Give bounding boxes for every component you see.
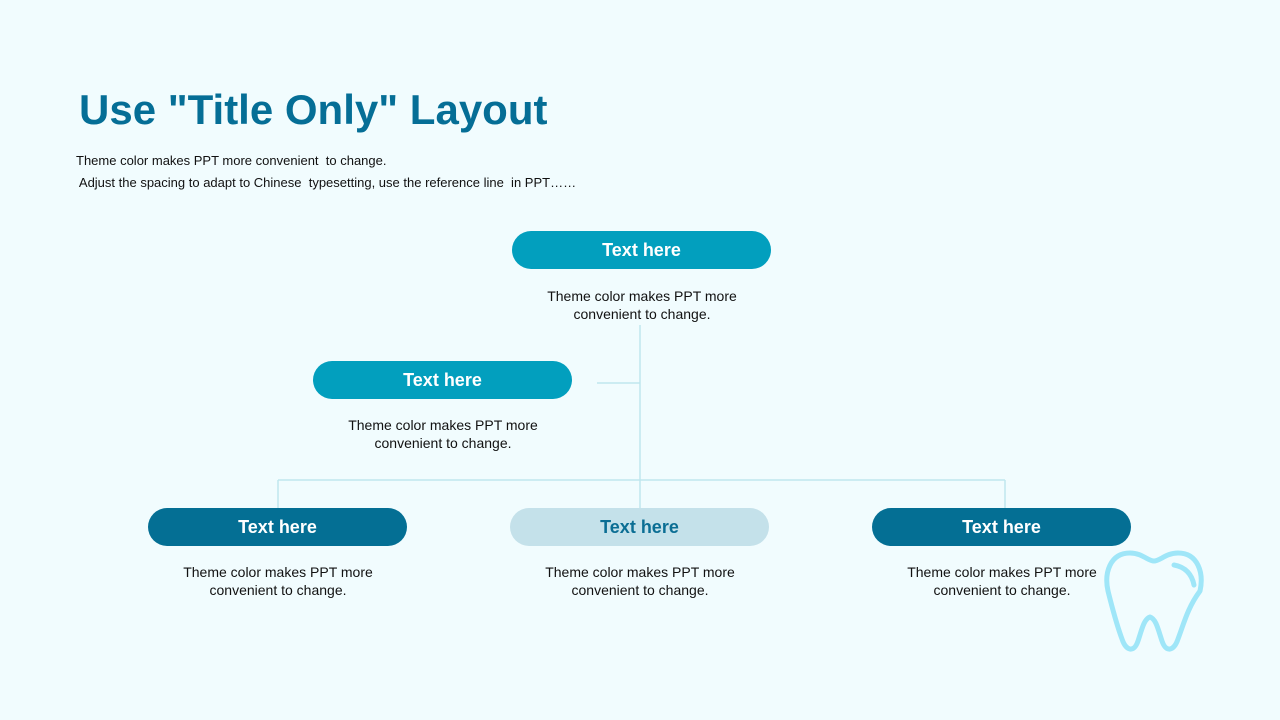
node-bottom-right-desc-line-1: Theme color makes PPT more — [907, 564, 1097, 580]
node-bottom-right-label: Text here — [962, 516, 1041, 537]
node-middle-desc-line-2: convenient to change. — [374, 435, 512, 451]
node-bottom-left-desc-line-1: Theme color makes PPT more — [183, 564, 373, 580]
node-bottom-right-pill: Text here — [872, 508, 1131, 546]
node-bottom-center-pill: Text here — [510, 508, 769, 546]
node-top-desc-line-2: convenient to change. — [573, 306, 711, 322]
node-top-label: Text here — [602, 239, 681, 260]
node-bottom-right-description: Theme color makes PPT more convenient to… — [872, 563, 1132, 599]
node-bottom-center-desc-line-1: Theme color makes PPT more — [545, 564, 735, 580]
tooth-icon — [1104, 550, 1204, 652]
slide-title: Use "Title Only" Layout — [79, 86, 548, 133]
node-middle-pill: Text here — [313, 361, 572, 399]
node-top-pill: Text here — [512, 231, 771, 269]
node-bottom-left-label: Text here — [238, 516, 317, 537]
node-bottom-right-desc-line-2: convenient to change. — [933, 582, 1071, 598]
node-bottom-center-description: Theme color makes PPT more convenient to… — [510, 563, 770, 599]
node-bottom-left-desc-line-2: convenient to change. — [209, 582, 347, 598]
node-top-desc-line-1: Theme color makes PPT more — [547, 288, 737, 304]
node-top-description: Theme color makes PPT more convenient to… — [512, 287, 772, 323]
node-middle-label: Text here — [403, 369, 482, 390]
node-bottom-left-description: Theme color makes PPT more convenient to… — [148, 563, 408, 599]
subtitle-line-1: Theme color makes PPT more convenient to… — [76, 153, 387, 168]
node-middle-desc-line-1: Theme color makes PPT more — [348, 417, 538, 433]
slide-subtitle: Theme color makes PPT more convenient to… — [76, 150, 576, 194]
node-bottom-center-desc-line-2: convenient to change. — [571, 582, 709, 598]
node-bottom-center-label: Text here — [600, 516, 679, 537]
node-bottom-left-pill: Text here — [148, 508, 407, 546]
node-middle-description: Theme color makes PPT more convenient to… — [313, 416, 573, 452]
subtitle-line-2: Adjust the spacing to adapt to Chinese t… — [76, 175, 577, 190]
